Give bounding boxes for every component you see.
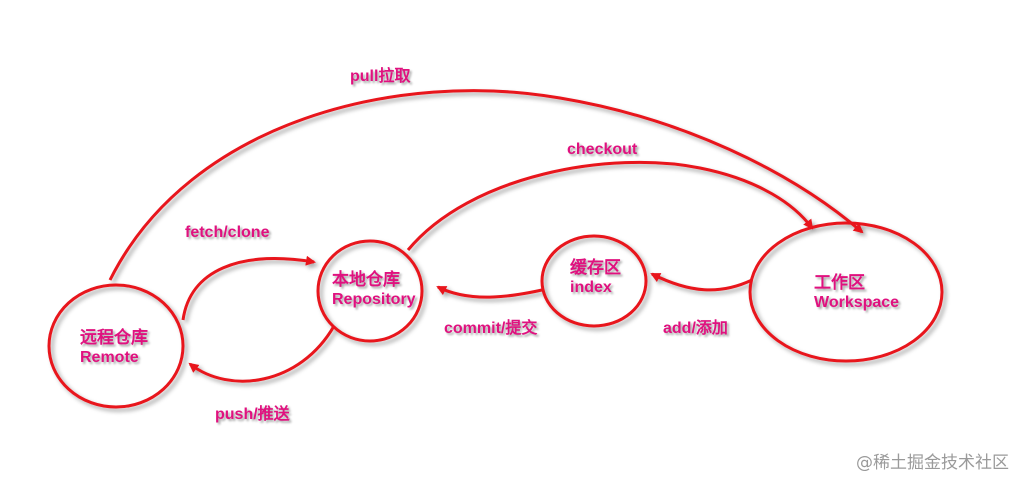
remote-label: 远程仓库 Remote — [80, 328, 148, 368]
fetch-clone-label: fetch/clone — [185, 224, 270, 241]
workspace-label-en: Workspace — [814, 294, 900, 311]
push-label: push/推送 — [215, 406, 290, 423]
remote-label-zh: 远程仓库 — [80, 328, 148, 347]
checkout-label: checkout — [567, 141, 638, 158]
remote-label-en: Remote — [80, 349, 139, 366]
index-label-en: index — [570, 279, 612, 296]
index-label: 缓存区 index — [570, 258, 621, 298]
repository-label-en: Repository — [332, 291, 416, 308]
push-arrow — [188, 325, 336, 383]
checkout-arrow — [406, 160, 814, 251]
index-node — [540, 234, 648, 328]
fetch-clone-arrow — [181, 255, 316, 321]
pull-arrow — [108, 89, 864, 281]
watermark: @稀土掘金技术社区 — [856, 453, 1009, 473]
remote-node — [47, 283, 185, 409]
add-label: add/添加 — [663, 320, 728, 337]
workspace-node — [748, 221, 944, 363]
index-label-zh: 缓存区 — [570, 258, 621, 277]
commit-arrow — [436, 285, 543, 299]
commit-label: commit/提交 — [444, 320, 538, 337]
repository-label-zh: 本地仓库 — [332, 270, 400, 289]
workspace-label: 工作区 Workspace — [814, 273, 899, 313]
pull-label: pull拉取 — [350, 68, 411, 85]
add-arrow — [650, 272, 753, 292]
repository-label: 本地仓库 Repository — [332, 270, 416, 310]
repository-node — [316, 239, 424, 343]
workspace-label-zh: 工作区 — [814, 273, 865, 292]
